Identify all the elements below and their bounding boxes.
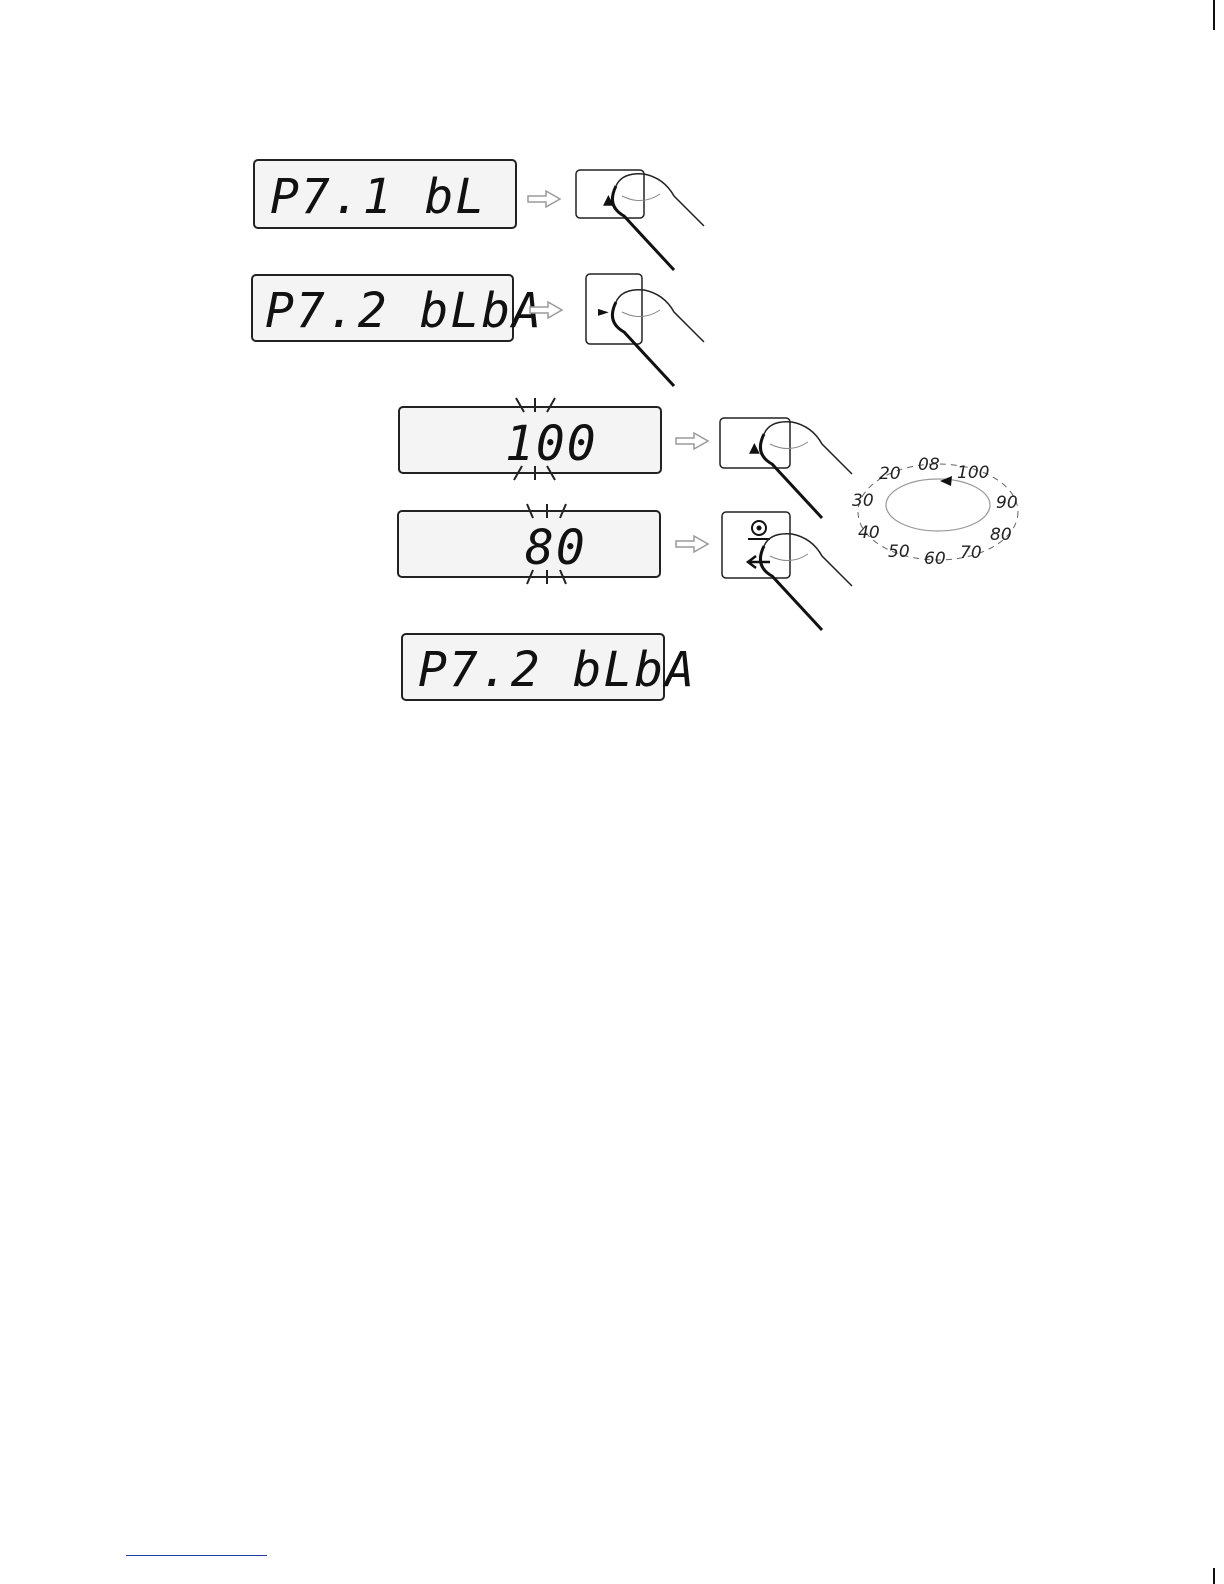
dial-label: 30 bbox=[852, 491, 874, 511]
step-4: 80 bbox=[398, 504, 852, 630]
dial-label: 80 bbox=[990, 525, 1012, 545]
dial-direction-arrow-icon bbox=[940, 476, 952, 486]
arrow-icon bbox=[676, 536, 708, 552]
display-text: 80 bbox=[525, 520, 587, 576]
footnote-rule bbox=[126, 1555, 267, 1556]
right-arrow-icon: ► bbox=[598, 304, 609, 320]
dial-label: 40 bbox=[858, 523, 880, 543]
dial-label: 08 bbox=[918, 455, 940, 475]
display-text: 100 bbox=[505, 416, 598, 472]
step-5: P7.2 bLbA bbox=[402, 634, 696, 700]
dial-label: 60 bbox=[924, 549, 946, 569]
dial-label: 20 bbox=[879, 464, 901, 484]
up-arrow-icon: ▲ bbox=[749, 440, 760, 456]
display-text: P7.2 bLbA bbox=[418, 642, 696, 698]
display-text: P7.2 bLbA bbox=[265, 283, 543, 339]
step-1: P7.1 bL ▲ bbox=[254, 160, 704, 270]
step-3: 100 ▲ bbox=[399, 398, 852, 518]
value-dial: 100 90 80 70 60 50 40 30 20 08 bbox=[852, 455, 1018, 569]
display-text: P7.1 bL bbox=[270, 169, 486, 225]
step-2: P7.2 bLbA ► bbox=[252, 274, 704, 386]
dial-inner-loop bbox=[886, 479, 990, 531]
dial-label: 70 bbox=[960, 543, 982, 563]
arrow-icon bbox=[676, 433, 708, 449]
arrow-icon bbox=[528, 191, 560, 207]
dial-label: 50 bbox=[888, 542, 910, 562]
dial-label: 100 bbox=[957, 463, 989, 483]
dial-label: 90 bbox=[996, 493, 1018, 513]
